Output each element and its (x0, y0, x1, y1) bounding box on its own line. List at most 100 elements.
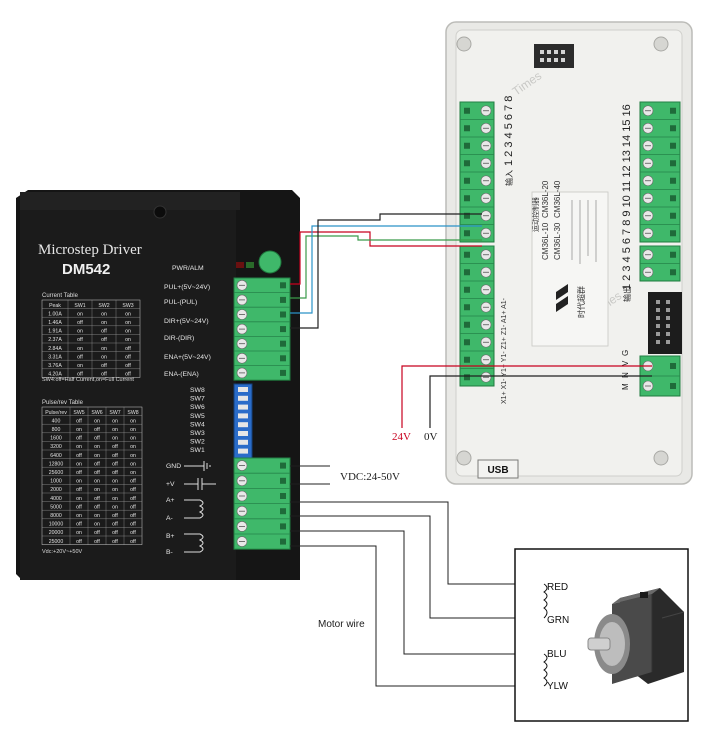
pulse-table-cell: off (76, 418, 82, 424)
current-table-cell: 1.00A (48, 311, 62, 317)
current-table-cell: on (125, 329, 131, 335)
current-table-header: SW2 (98, 303, 109, 309)
header-pin (656, 300, 660, 304)
current-table-cell: off (77, 372, 83, 378)
driver-model: DM542 (62, 261, 110, 278)
pulse-table-cell: off (76, 522, 82, 528)
wire-dir-minus (290, 213, 482, 329)
coil-b-symbol (184, 533, 204, 553)
header-pin (666, 340, 670, 344)
pulse-table-cell: on (76, 461, 82, 467)
current-table-cell: off (101, 337, 107, 343)
pulse-table-cell: off (112, 539, 118, 545)
current-table-cell: on (125, 311, 131, 317)
motor-coil-a (543, 583, 548, 619)
pulse-table-cell: off (94, 470, 100, 476)
wire-label-grn: GRN (547, 615, 569, 626)
pulse-table-cell: 800 (52, 427, 61, 433)
signal-wires (290, 213, 482, 329)
pulse-table-cell: 1600 (50, 436, 62, 442)
current-table-cell: 2.84A (48, 346, 62, 352)
current-table-title: Current Table (42, 293, 79, 299)
pulse-table-cell: 4000 (50, 496, 62, 502)
controller-left-terminal-block (459, 101, 495, 387)
power-terminal-block (233, 457, 291, 550)
pulse-table-header: SW7 (109, 410, 120, 416)
model-1: CM36L-10 (541, 222, 550, 260)
power-pin-label: +V (166, 481, 175, 488)
pulse-table-cell: off (130, 539, 136, 545)
current-table-cell: off (101, 329, 107, 335)
header-pin (656, 324, 660, 328)
header-pin (666, 332, 670, 336)
current-table-cell: on (77, 311, 83, 317)
pulse-table-cell: on (112, 418, 118, 424)
pulse-table-cell: on (112, 436, 118, 442)
pulse-table-cell: on (76, 496, 82, 502)
signal-pin-label: PUL+(5V~24V) (164, 284, 210, 291)
pulse-table-cell: on (130, 444, 136, 450)
pulse-table-header: SW6 (91, 410, 102, 416)
current-table-cell: 2.37A (48, 337, 62, 343)
pulse-table-cell: 400 (52, 418, 61, 424)
pulse-table-cell: off (130, 479, 136, 485)
pulse-table-cell: on (130, 453, 136, 459)
power-pin-label: B+ (166, 533, 175, 540)
dip-switch-label: SW5 (190, 413, 205, 420)
pulse-table-cell: on (130, 461, 136, 467)
pulse-table-header: SW5 (73, 410, 84, 416)
pulse-table-cell: off (130, 504, 136, 510)
wire-ylw (290, 545, 544, 687)
current-table-cell: off (125, 372, 131, 378)
wire-dir-plus (290, 225, 482, 314)
pulse-table-header: Pulse/rev (45, 410, 67, 416)
pulse-table-cell: off (94, 504, 100, 510)
pulse-table-cell: on (94, 479, 100, 485)
model-4: CM36L-40 (553, 180, 562, 218)
controller-ribbon-header (648, 292, 682, 354)
current-table-cell: off (125, 363, 131, 369)
pulse-table-cell: on (94, 513, 100, 519)
controller-channel-labels: X1+ X1- Y1+ Y1- Z1+ Z1- A1+ A1- (501, 297, 508, 404)
pulse-table-cell: off (112, 461, 118, 467)
pulse-table-cell: 5000 (50, 504, 62, 510)
pulse-table-cell: off (76, 487, 82, 493)
controller-power-pin-label: N (621, 372, 630, 378)
signal-pin-label: PUL-(PUL) (164, 299, 197, 306)
power-pin-labels: GND+VA+A-B+B- (166, 463, 181, 556)
power-pin-label: GND (166, 463, 181, 470)
signal-pin-label: ENA-(ENA) (164, 371, 199, 378)
header-pin (666, 300, 670, 304)
current-table-cell: 1.46A (48, 320, 62, 326)
pulse-table-cell: off (130, 496, 136, 502)
current-table-cell: off (77, 354, 83, 360)
signal-terminal-block (233, 277, 291, 381)
header-pin (656, 340, 660, 344)
product-title: 运动控制器 (531, 197, 540, 232)
power-pin-label: B- (166, 549, 173, 556)
pulse-table-cell: off (76, 504, 82, 510)
pulse-table-cell: 10000 (49, 522, 64, 528)
current-table-cell: off (125, 354, 131, 360)
dip-lever (238, 387, 248, 392)
current-table-cell: off (125, 346, 131, 352)
usb-label: USB (487, 465, 508, 476)
current-table-cell: off (101, 372, 107, 378)
pulse-table-cell: on (112, 479, 118, 485)
current-table-header: SW3 (122, 303, 133, 309)
power-led (246, 262, 254, 268)
dip-lever (238, 448, 248, 454)
dip-switch-levers (238, 387, 248, 454)
pulse-table-cell: on (76, 479, 82, 485)
pulse-table-cell: off (112, 513, 118, 519)
current-table-frame (41, 299, 141, 378)
pulse-table-cell: on (130, 418, 136, 424)
capacitor-symbol (184, 478, 216, 490)
pulse-table-title: Pulse/rev Table (42, 400, 84, 406)
dip-lever (238, 431, 248, 436)
alarm-led (236, 262, 244, 268)
header-pin (666, 324, 670, 328)
current-table-cell: on (125, 337, 131, 343)
pulse-table-cell: off (112, 470, 118, 476)
